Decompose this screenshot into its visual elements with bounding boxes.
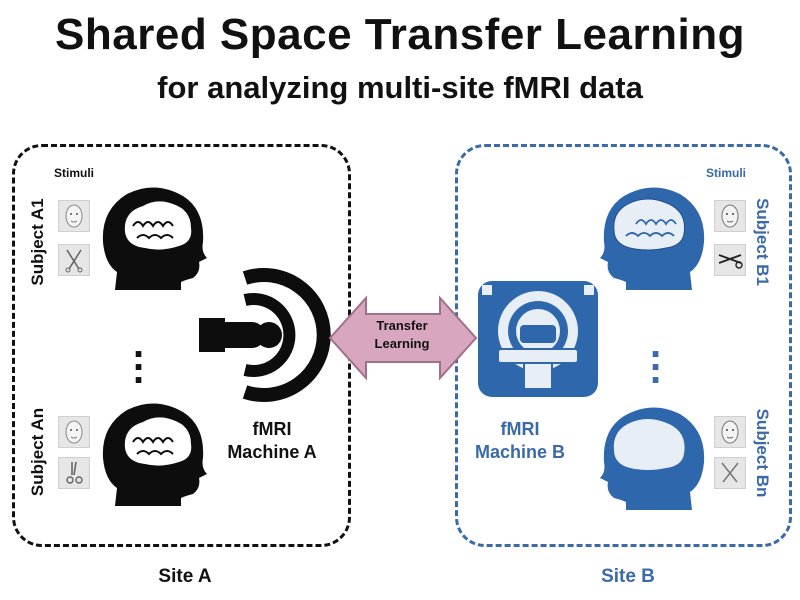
ellipsis-dots-b: ... (650, 322, 662, 392)
subject-bn-label: Subject Bn (753, 408, 772, 498)
machine-a-label: fMRI Machine A (192, 418, 352, 464)
subject-an-head-icon (102, 403, 207, 506)
subject-a1-head-icon (102, 187, 207, 290)
machine-b-label: fMRI Machine B (440, 418, 600, 464)
site-a-label: Site A (158, 566, 212, 587)
transfer-label-line1: Transfer (376, 318, 428, 333)
machine-b-label-line2: Machine B (474, 442, 566, 462)
subject-bn-head-icon (600, 407, 705, 510)
subject-b1-label: Subject B1 (753, 198, 772, 286)
face-stimulus-icon (58, 200, 90, 232)
site-b-stimuli-label: Stimuli (706, 166, 747, 180)
scissors-stimulus-icon (714, 244, 746, 276)
face-stimulus-icon (714, 416, 746, 448)
machine-a-label-line2: Machine A (227, 442, 317, 462)
scissors-stimulus-icon (714, 457, 746, 489)
face-stimulus-icon (714, 200, 746, 232)
subject-a1-label: Subject A1 (28, 198, 47, 286)
ellipsis-dots-a: ... (133, 322, 145, 392)
diagram-title: Shared Space Transfer Learning (55, 10, 745, 59)
scissors-stimulus-icon (58, 244, 90, 276)
scissors-stimulus-icon (58, 457, 90, 489)
transfer-learning-label: Transfer Learning (355, 317, 449, 353)
site-a-stimuli-label: Stimuli (54, 166, 95, 180)
machine-a-label-line1: fMRI (252, 419, 292, 439)
fmri-machine-b-icon (478, 281, 598, 397)
fmri-machine-a-icon (199, 268, 331, 402)
transfer-learning-double-arrow (328, 295, 478, 381)
site-b-label: Site B (601, 566, 655, 587)
subject-an-label: Subject An (28, 407, 47, 497)
machine-b-label-line1: fMRI (500, 419, 540, 439)
diagram-subtitle: for analyzing multi-site fMRI data (157, 70, 643, 105)
subject-b1-head-icon (600, 187, 705, 290)
face-stimulus-icon (58, 416, 90, 448)
transfer-label-line2: Learning (374, 336, 430, 351)
